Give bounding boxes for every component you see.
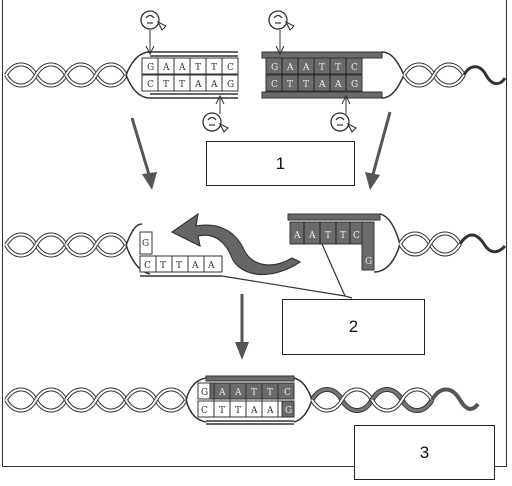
base-letter: T: [163, 80, 169, 90]
enzyme-top-left: [140, 10, 167, 56]
base-letter: G: [285, 406, 292, 416]
mid-right-fragment: [287, 213, 401, 273]
base-letter: C: [227, 63, 234, 73]
base-letter: A: [234, 388, 242, 398]
mid-left-fragment: [139, 231, 223, 277]
base-letter: A: [194, 80, 202, 90]
base-letter: T: [176, 261, 182, 271]
base-letter: C: [147, 80, 154, 90]
mid-right-helix: [398, 231, 507, 257]
base-letter: T: [179, 80, 185, 90]
diagram-frame: [2, 0, 507, 467]
enzyme-top-left-bottom: [202, 94, 229, 133]
bottom-right-helix: [312, 390, 480, 411]
base-letter: A: [302, 63, 310, 73]
base-letter: A: [286, 63, 294, 73]
bottom-upper-bases: G A A T T C: [201, 388, 291, 398]
base-letter: C: [351, 63, 358, 73]
base-letter: C: [271, 80, 278, 90]
base-letter: G: [351, 80, 358, 90]
base-letter: A: [207, 261, 215, 271]
base-letter: T: [211, 63, 217, 73]
base-letter: G: [201, 388, 208, 398]
recombinant-fragment: [185, 375, 313, 425]
label-box-3[interactable]: 3: [354, 425, 495, 480]
base-letter: T: [287, 80, 293, 90]
bottom-left-helix: [4, 387, 188, 413]
top-right-upper-bases: G A A T T C: [271, 63, 358, 73]
base-letter: G: [365, 257, 372, 267]
base-letter: A: [218, 388, 226, 398]
base-letter: T: [303, 80, 309, 90]
enzyme-top-right-bottom: [330, 94, 357, 133]
label-box-1[interactable]: 1: [206, 141, 355, 186]
base-letter: A: [334, 80, 342, 90]
base-letter: G: [227, 80, 234, 90]
base-letter: T: [235, 406, 241, 416]
top-right-lower-bases: C T T A A G: [271, 80, 358, 90]
base-letter: A: [210, 80, 218, 90]
label-box-2-text: 2: [348, 317, 359, 336]
mid-left-upper-bases: G: [142, 239, 149, 249]
pointer-lines-box2: [221, 243, 353, 299]
label-box-3-text: 3: [419, 442, 430, 462]
base-letter: T: [251, 388, 257, 398]
base-letter: A: [162, 63, 170, 73]
base-letter: G: [147, 63, 154, 73]
base-letter: C: [144, 261, 151, 271]
top-right-helix: [402, 62, 507, 88]
top-left-lower-bases: C T T A A G: [147, 80, 234, 90]
label-box-2[interactable]: 2: [282, 299, 425, 355]
top-left-fragment: [141, 51, 239, 99]
top-right-fragment: [261, 51, 405, 99]
base-letter: T: [267, 388, 273, 398]
mid-left-helix: [4, 223, 151, 275]
bottom-lower-bases: C T T A A G: [201, 406, 292, 416]
base-letter: T: [319, 63, 325, 73]
base-letter: T: [195, 63, 201, 73]
enzyme-top-right: [268, 10, 295, 56]
base-letter: G: [142, 239, 149, 249]
base-letter: G: [271, 63, 278, 73]
mid-right-lower-bases: G: [365, 257, 372, 267]
base-letter: C: [201, 406, 208, 416]
arrow-down-center: [235, 294, 249, 360]
base-letter: C: [353, 231, 360, 241]
base-letter: T: [340, 231, 346, 241]
label-box-1-text: 1: [275, 153, 286, 173]
base-letter: T: [219, 406, 225, 416]
base-letter: C: [284, 388, 291, 398]
base-letter: A: [250, 406, 258, 416]
arrow-down-left: [130, 117, 157, 190]
base-letter: T: [335, 63, 341, 73]
top-left-helix: [4, 51, 151, 99]
base-letter: T: [160, 261, 166, 271]
curved-arrow: [170, 212, 302, 276]
arrow-down-right: [365, 111, 392, 190]
base-letter: T: [325, 231, 331, 241]
base-letter: A: [266, 406, 274, 416]
base-letter: A: [318, 80, 326, 90]
mid-right-upper-bases: A A T T C: [293, 231, 360, 241]
base-letter: A: [191, 261, 199, 271]
mid-left-lower-bases: C T T A A: [144, 261, 215, 271]
top-left-upper-bases: G A A T T C: [147, 63, 234, 73]
base-letter: A: [308, 231, 316, 241]
base-letter: A: [293, 231, 301, 241]
base-letter: A: [178, 63, 186, 73]
